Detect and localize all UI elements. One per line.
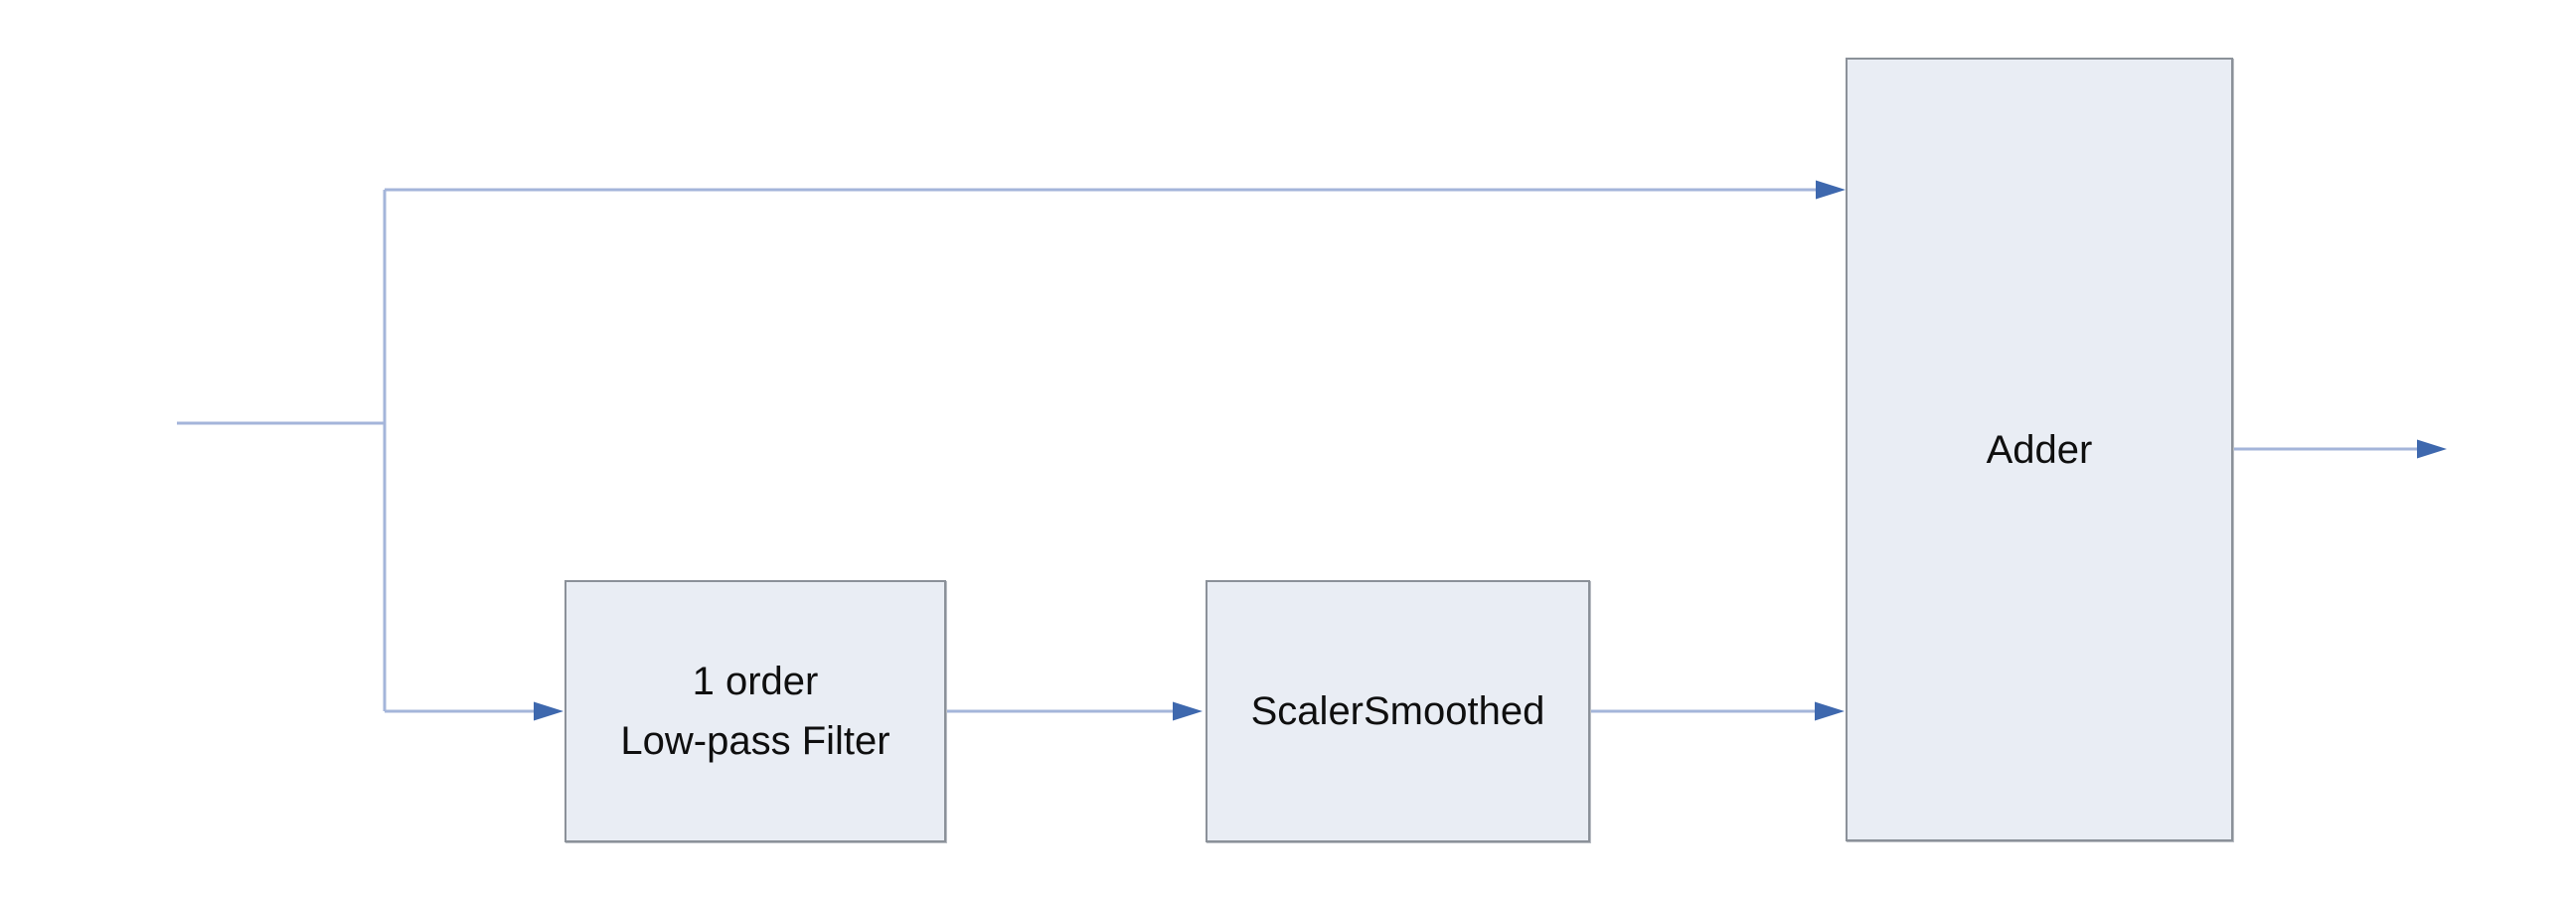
- node-adder: Adder: [1846, 58, 2233, 841]
- node-lowpass-filter-label-line2: Low-pass Filter: [620, 719, 890, 763]
- arrowhead-scaler-input-icon: [1173, 701, 1203, 721]
- node-scaler-smoothed: ScalerSmoothed: [1206, 580, 1590, 842]
- node-scaler-smoothed-label: ScalerSmoothed: [1250, 689, 1545, 733]
- arrowhead-adder-bottom-input-icon: [1815, 701, 1845, 721]
- node-lowpass-filter-label-line1: 1 order: [692, 660, 819, 703]
- arrowhead-lowpass-input-icon: [534, 701, 564, 721]
- arrowhead-output-icon: [2417, 439, 2447, 459]
- node-lowpass-filter: 1 order Low-pass Filter: [564, 580, 946, 842]
- node-adder-label: Adder: [1986, 427, 2093, 472]
- arrowhead-adder-top-input-icon: [1816, 180, 1846, 200]
